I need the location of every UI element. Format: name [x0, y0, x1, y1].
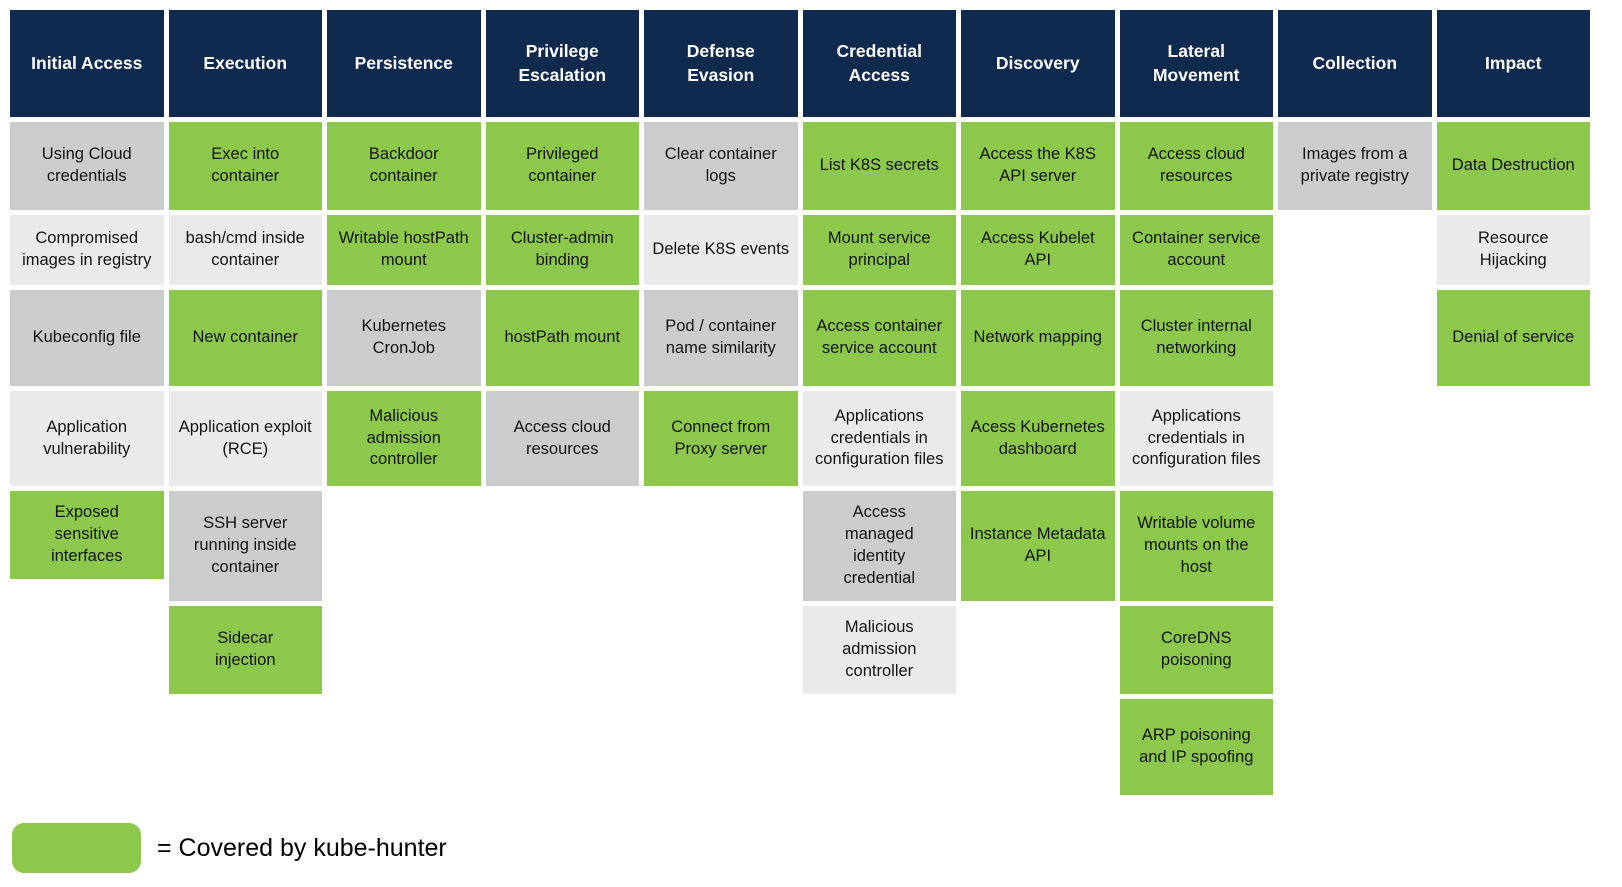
- technique-cell-data-destruction: Data Destruction: [1436, 122, 1590, 210]
- technique-cell-applications-credentials-in-configuration-files: Applications credentials in configuratio…: [1119, 391, 1273, 486]
- column-header-impact: Impact: [1436, 10, 1590, 117]
- technique-cell-delete-k8s-events: Delete K8S events: [644, 215, 798, 285]
- technique-cell-container-service-account: Container service account: [1119, 215, 1273, 285]
- column-header-discovery: Discovery: [961, 10, 1115, 117]
- column-header-persistence: Persistence: [327, 10, 481, 117]
- technique-cell-application-exploit-rce: Application exploit (RCE): [168, 391, 322, 486]
- column-header-privilege-escalation: Privilege Escalation: [485, 10, 639, 117]
- technique-cell-access-kubelet-api: Access Kubelet API: [961, 215, 1115, 285]
- column-header-defense-evasion: Defense Evasion: [644, 10, 798, 117]
- technique-cell-kubeconfig-file: Kubeconfig file: [10, 290, 164, 386]
- technique-cell-denial-of-service: Denial of service: [1436, 290, 1590, 386]
- technique-cell-access-cloud-resources: Access cloud resources: [485, 391, 639, 486]
- technique-cell-access-cloud-resources: Access cloud resources: [1119, 122, 1273, 210]
- technique-cell-exec-into-container: Exec into container: [168, 122, 322, 210]
- technique-cell-ssh-server-running-inside-container: SSH server running inside container: [168, 491, 322, 601]
- technique-cell-applications-credentials-in-configuration-files: Applications credentials in configuratio…: [802, 391, 956, 486]
- technique-cell-compromised-images-in-registry: Compromised images in registry: [10, 215, 164, 285]
- technique-cell-list-k8s-secrets: List K8S secrets: [802, 122, 956, 210]
- technique-cell-access-container-service-account: Access container service account: [802, 290, 956, 386]
- technique-cell-exposed-sensitive-interfaces: Exposed sensitive interfaces: [10, 491, 164, 579]
- technique-cell-kubernetes-cronjob: Kubernetes CronJob: [327, 290, 481, 386]
- technique-cell-writable-volume-mounts-on-the-host: Writable volume mounts on the host: [1119, 491, 1273, 601]
- column-header-initial-access: Initial Access: [10, 10, 164, 117]
- technique-cell-mount-service-principal: Mount service principal: [802, 215, 956, 285]
- technique-cell-backdoor-container: Backdoor container: [327, 122, 481, 210]
- covered-legend-swatch: [12, 823, 141, 873]
- technique-cell-clear-container-logs: Clear container logs: [644, 122, 798, 210]
- technique-cell-instance-metadata-api: Instance Metadata API: [961, 491, 1115, 601]
- technique-cell-malicious-admission-controller: Malicious admission controller: [802, 606, 956, 694]
- technique-cell-malicious-admission-controller: Malicious admission controller: [327, 391, 481, 486]
- technique-cell-access-the-k8s-api-server: Access the K8S API server: [961, 122, 1115, 210]
- technique-cell-cluster-admin-binding: Cluster-admin binding: [485, 215, 639, 285]
- technique-cell-using-cloud-credentials: Using Cloud credentials: [10, 122, 164, 210]
- technique-cell-hostpath-mount: hostPath mount: [485, 290, 639, 386]
- column-header-collection: Collection: [1278, 10, 1432, 117]
- technique-cell-acess-kubernetes-dashboard: Acess Kubernetes dashboard: [961, 391, 1115, 486]
- technique-cell-resource-hijacking: Resource Hijacking: [1436, 215, 1590, 285]
- technique-cell-bash-cmd-inside-container: bash/cmd inside container: [168, 215, 322, 285]
- technique-cell-pod-container-name-similarity: Pod / container name similarity: [644, 290, 798, 386]
- technique-cell-application-vulnerability: Application vulnerability: [10, 391, 164, 486]
- technique-cell-privileged-container: Privileged container: [485, 122, 639, 210]
- technique-cell-writable-hostpath-mount: Writable hostPath mount: [327, 215, 481, 285]
- legend: = Covered by kube-hunter: [12, 823, 1622, 873]
- technique-cell-sidecar-injection: Sidecar injection: [168, 606, 322, 694]
- technique-cell-images-from-a-private-registry: Images from a private registry: [1278, 122, 1432, 210]
- technique-cell-access-managed-identity-credential: Access managed identity credential: [802, 491, 956, 601]
- column-header-lateral-movement: Lateral Movement: [1119, 10, 1273, 117]
- technique-cell-new-container: New container: [168, 290, 322, 386]
- technique-cell-cluster-internal-networking: Cluster internal networking: [1119, 290, 1273, 386]
- technique-cell-connect-from-proxy-server: Connect from Proxy server: [644, 391, 798, 486]
- legend-label: = Covered by kube-hunter: [157, 833, 447, 862]
- technique-cell-arp-poisoning-and-ip-spoofing: ARP poisoning and IP spoofing: [1119, 699, 1273, 795]
- column-header-credential-access: Credential Access: [802, 10, 956, 117]
- technique-cell-network-mapping: Network mapping: [961, 290, 1115, 386]
- technique-cell-coredns-poisoning: CoreDNS poisoning: [1119, 606, 1273, 694]
- column-header-execution: Execution: [168, 10, 322, 117]
